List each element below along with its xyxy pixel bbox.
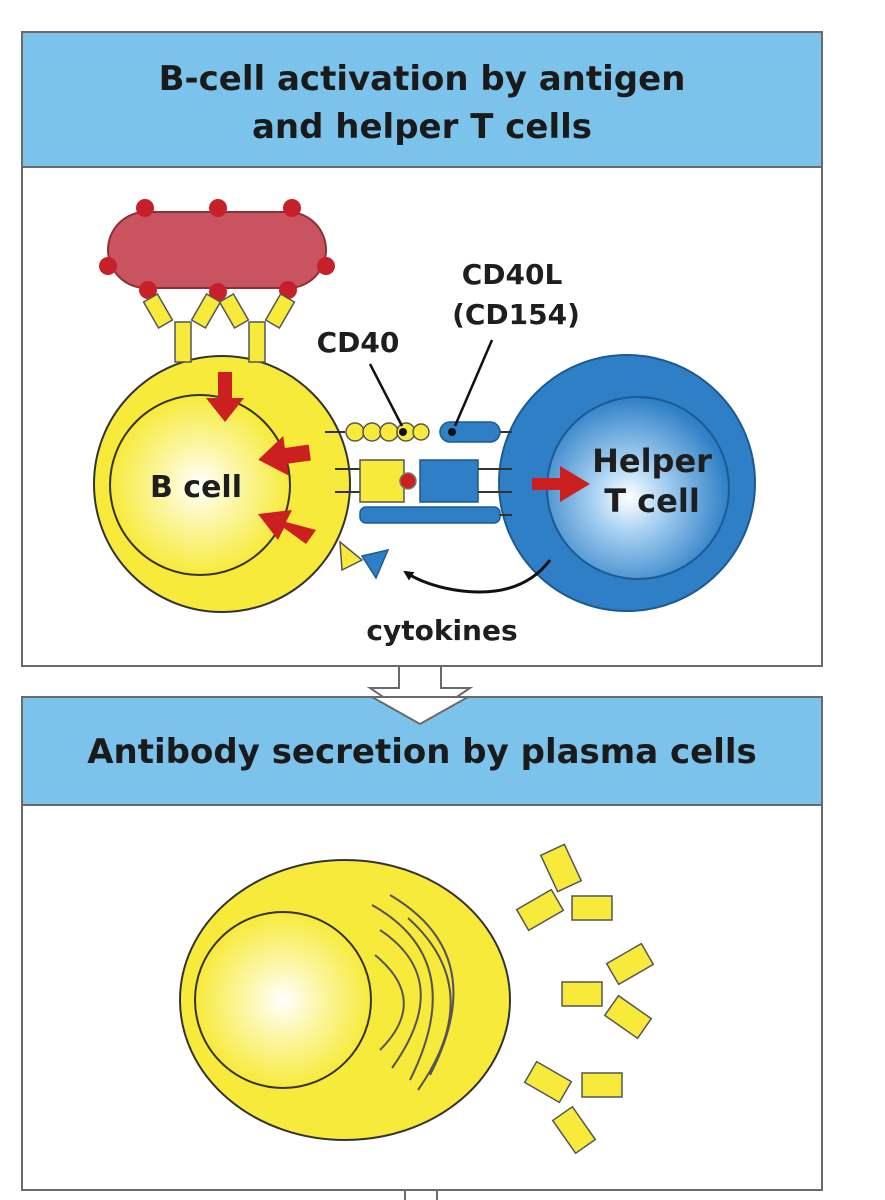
antibody [515,843,613,932]
antigen-epitope [283,199,301,217]
cytokine-blue [360,548,390,580]
panel1-header [21,31,823,168]
signal-arrow [258,510,316,544]
cd40-leader-line [368,363,404,427]
panel1-title-line1: B-cell activation by antigen [159,59,686,99]
signal-arrow [258,436,311,476]
cytokines: cytokines [339,540,552,647]
b-cell-nucleus [109,394,291,576]
plasma-cell-nucleus [194,911,372,1089]
cd40-cd40l-interaction [325,421,512,443]
antigen-epitope [279,281,297,299]
b-cell-receptor [218,292,296,363]
co-receptor [359,506,501,524]
t-cell-label-line1: Helper [592,442,712,480]
antigen-epitope [317,257,335,275]
cd40-bead [362,422,382,442]
antigen-epitope [209,199,227,217]
tcr-molecule [419,459,479,503]
panel-b-cell-activation: B-cell activation by antigen and helper … [21,31,823,667]
antibody [561,942,655,1040]
endoplasmic-reticulum [371,894,455,1091]
peptide [399,472,417,490]
panel-antibody-secretion: Antibody secretion by plasma cells [21,696,823,1191]
b-cell: B cell [93,355,351,613]
antigen-epitope [136,199,154,217]
cytokine-yellow [339,540,364,572]
cd40l-leader-line [453,339,494,427]
t-cell-signal-arrow [532,466,590,502]
signal-arrow [206,372,244,422]
cd40l-callout: CD40L (CD154) [452,258,580,427]
cytokines-label: cytokines [366,614,517,647]
cd40-bead [345,422,365,442]
mhc-tcr-interaction [335,459,512,524]
antigen [99,199,335,301]
antigen-body [107,211,327,289]
cd40l-label-line1: CD40L [462,258,563,291]
cd40-bead [379,422,399,442]
b-cell-label: B cell [150,470,242,505]
helper-t-cell: Helper T cell [498,354,756,612]
cd40-label: CD40 [317,326,400,359]
antigen-epitope [139,281,157,299]
t-cell-label-line2: T cell [604,482,700,520]
b-cell-receptor [142,292,222,363]
cytokine-arrow [403,559,552,594]
panel1-title-line2: and helper T cells [252,107,592,147]
panel2-title: Antibody secretion by plasma cells [87,732,757,772]
cd40-bead [412,423,430,441]
next-panel-arrow-stub [22,1189,822,1200]
cd40-callout: CD40 [317,326,404,427]
panel-transition-arrow-tip [368,696,472,726]
cd40l-label-line2: (CD154) [452,298,580,331]
mhc-molecule [359,459,405,503]
plasma-cell [179,859,511,1141]
antigen-epitope [209,283,227,301]
antibody [523,1060,623,1155]
antigen-epitope [99,257,117,275]
